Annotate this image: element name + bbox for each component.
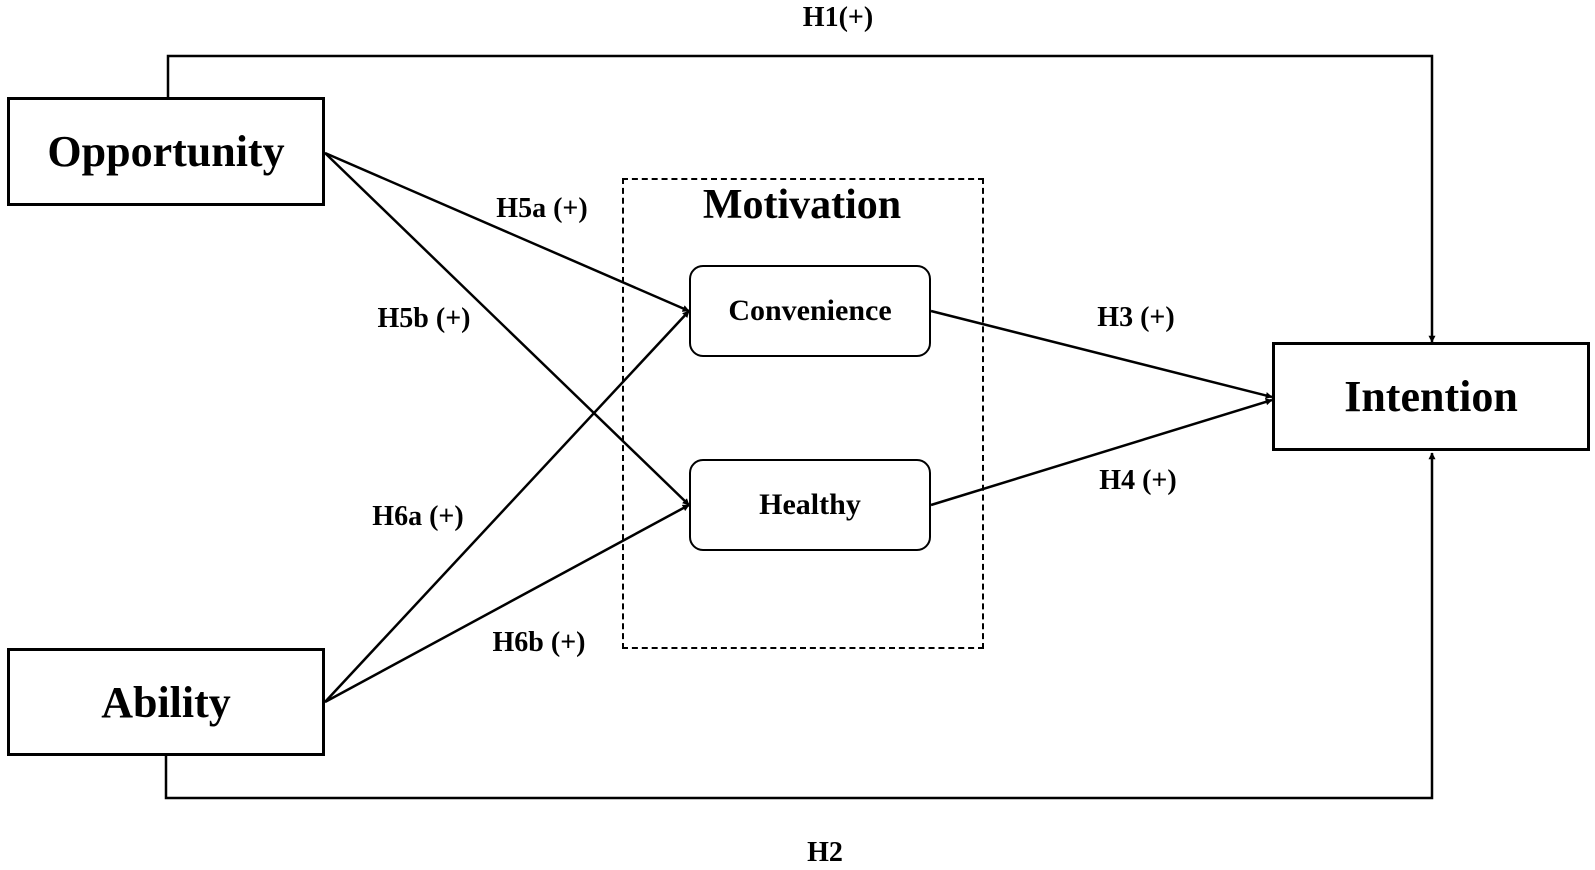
label-h3: H3 (+)	[1097, 302, 1175, 333]
edge-h2	[164, 452, 1436, 800]
motivation-label: Motivation	[702, 182, 902, 228]
edge-h5b	[324, 152, 690, 506]
label-h6b: H6b (+)	[492, 627, 586, 658]
edge-h6a	[324, 310, 690, 703]
edge-h4	[930, 398, 1273, 507]
node-opportunity: Opportunity	[7, 97, 325, 206]
label-h6a: H6a (+)	[372, 501, 464, 532]
label-h5a: H5a (+)	[496, 193, 588, 224]
edge-h3	[930, 309, 1273, 399]
motivation-group	[622, 178, 984, 649]
node-healthy: Healthy	[689, 459, 931, 551]
node-intention: Intention	[1272, 342, 1590, 451]
label-h4: H4 (+)	[1099, 465, 1177, 496]
node-ability: Ability	[7, 648, 325, 756]
label-h2: H2	[807, 837, 843, 868]
label-h5b: H5b (+)	[377, 303, 471, 334]
edge-h1	[166, 54, 1436, 343]
edge-h6b	[324, 503, 690, 704]
edge-h5a	[324, 151, 690, 313]
node-convenience: Convenience	[689, 265, 931, 357]
label-h1: H1(+)	[802, 2, 874, 33]
